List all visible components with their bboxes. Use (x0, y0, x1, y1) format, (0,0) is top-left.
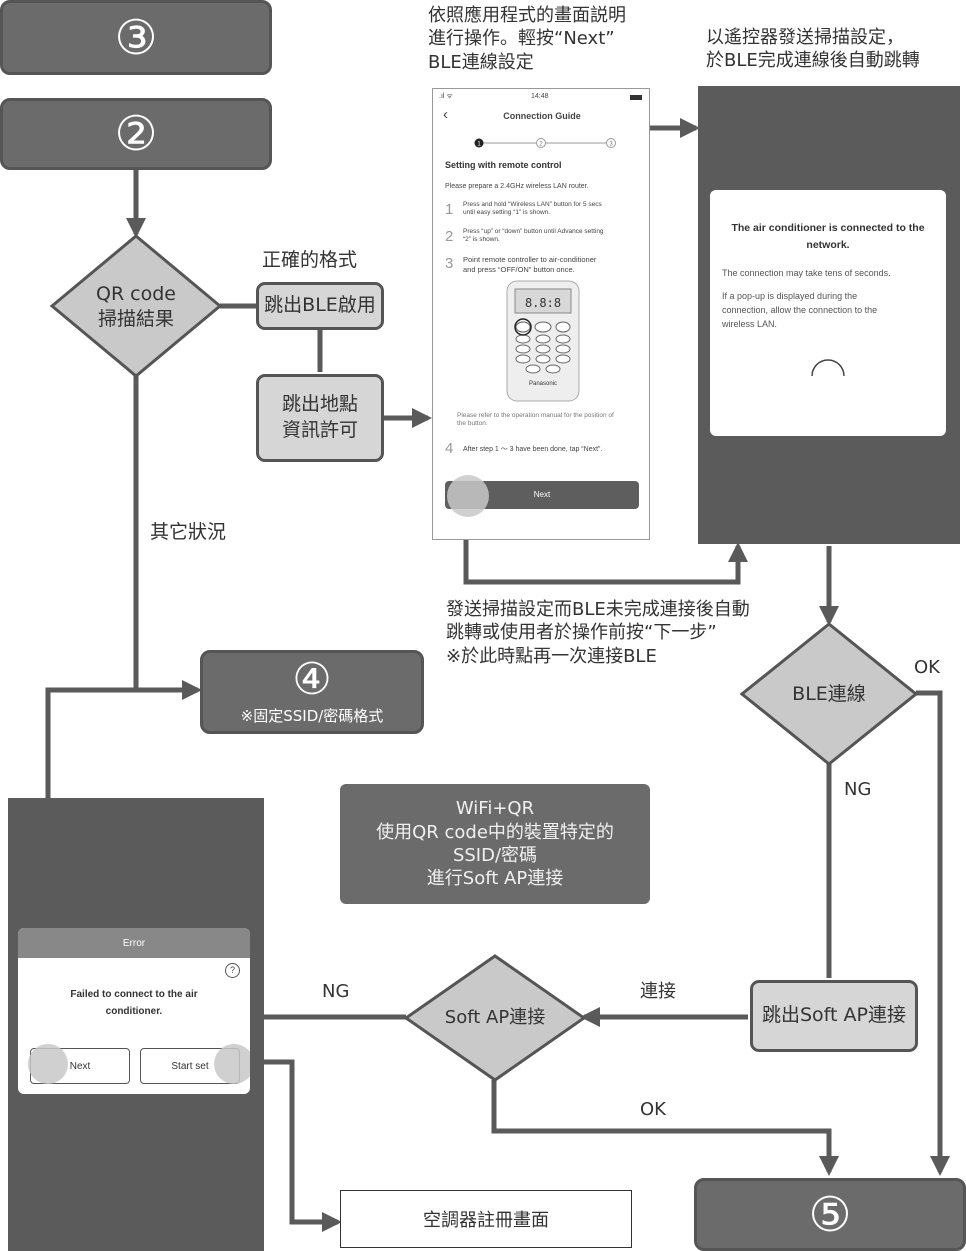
top-note: 依照應用程式的畫面説明進行操作。輕按“Next”BLE連線設定 (428, 5, 626, 73)
step-4-text: After step 1 ～ 3 have been done, tap “Ne… (463, 446, 603, 453)
help-icon[interactable]: ? (225, 963, 240, 978)
ok-label-right: OK (914, 657, 940, 678)
progress-step-2: 2 (539, 142, 543, 148)
step-3-number: 3 (445, 255, 454, 272)
tap-indicator (447, 475, 489, 517)
connector-phone-loop (463, 538, 748, 585)
step-3-text: Point remote controller to air-condition… (463, 255, 597, 274)
step-1-number: 1 (445, 201, 454, 218)
remote-controller-image: 8.8:8 Panasonic (506, 280, 580, 402)
tap-indicator-next (28, 1044, 68, 1084)
step-4-subtitle: ※固定SSID/密碼格式 (240, 706, 384, 725)
right-note: 以遙控器發送掃描設定，於BLE完成連線後自動跳轉 (706, 27, 920, 72)
connected-line1: The connection may take tens of seconds. (722, 268, 891, 278)
connection-guide-screen: .ıl ᯤ 14:48 ‹ Connection Guide 1 2 3 Set… (432, 88, 650, 540)
step-4-box: ④ ※固定SSID/密碼格式 (200, 650, 424, 734)
register-screen-box: 空調器註冊畫面 (340, 1190, 632, 1248)
mid-note: 發送掃描設定而BLE未完成連接後自動跳轉或使用者於操作前按“下一步”※於此時點再… (446, 599, 750, 667)
intro-text: Please prepare a 2.4GHz wireless LAN rou… (445, 183, 589, 190)
step-2-text: Press “up” or “down” button until Advanc… (463, 228, 604, 244)
other-cases-label: 其它狀況 (150, 521, 227, 543)
tap-indicator-start (214, 1044, 250, 1084)
ble-decision-diamond (740, 622, 918, 766)
section-title: Setting with remote control (445, 160, 562, 170)
ble-decision-label: BLE連線 (792, 683, 866, 705)
status-time: 14:48 (531, 93, 549, 100)
error-header: Error (18, 928, 250, 958)
progress-steps: 1 2 3 (474, 138, 616, 148)
qr-decision-diamond (50, 234, 222, 378)
softap-popup-box: 跳出Soft AP連接 (750, 980, 918, 1052)
connector-softap-ok (491, 1080, 839, 1176)
signal-icon: .ıl ᯤ (439, 93, 453, 100)
correct-format-label: 正確的格式 (262, 249, 358, 271)
progress-step-1: 1 (477, 142, 481, 148)
connect-label: 連接 (640, 981, 676, 1002)
svg-text:Panasonic: Panasonic (529, 381, 557, 387)
location-permission-box: 跳出地點資訊許可 (256, 374, 384, 462)
step-2-number: ② (114, 106, 158, 162)
battery-icon (630, 95, 642, 100)
step-5-number: ⑤ (808, 1186, 852, 1243)
svg-text:8.8:8: 8.8:8 (525, 296, 561, 310)
ng-label-ble: NG (844, 779, 872, 800)
softap-decision-diamond (404, 954, 586, 1082)
step-2-box: ② (0, 98, 272, 170)
softap-decision-label: Soft AP連接 (444, 1007, 546, 1028)
step-5-box: ⑤ (694, 1178, 966, 1251)
loading-spinner-icon (811, 359, 845, 377)
connector-error-to-register (264, 1059, 342, 1232)
step-3-box: ③ (0, 0, 272, 75)
ng-label-left: NG (322, 981, 350, 1002)
error-header-label: Error (122, 937, 146, 949)
back-chevron-icon[interactable]: ‹ (443, 106, 448, 123)
screen-title: Connection Guide (503, 111, 581, 121)
step-3-number: ③ (114, 9, 158, 66)
progress-step-3: 3 (609, 142, 613, 148)
step-1-text: Press and hold “Wireless LAN” button for… (463, 201, 602, 217)
step-4-number: ④ (292, 653, 332, 705)
refer-text: Please refer to the operation manual for… (457, 412, 614, 428)
step-2-number: 2 (445, 228, 454, 245)
step-4-number: 4 (445, 440, 454, 457)
ble-enable-box: 跳出BLE啟用 (256, 282, 384, 330)
connector-ble-ok (916, 690, 950, 1176)
ok-label-bottom: OK (640, 1099, 666, 1120)
next-button-label: Next (533, 489, 551, 499)
